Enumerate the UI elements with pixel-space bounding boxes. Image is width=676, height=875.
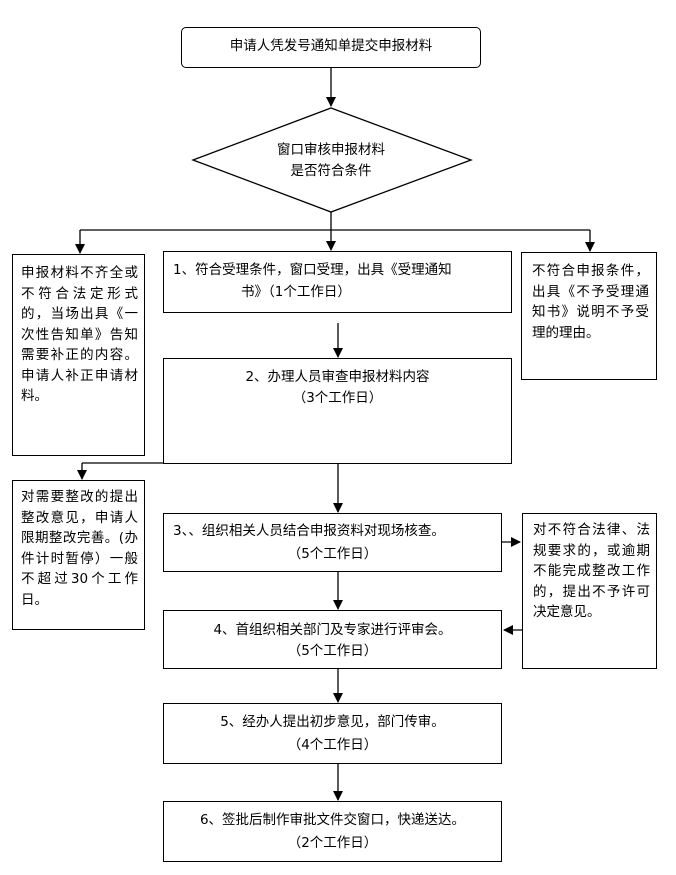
incomplete-materials-text: 申报材料不齐全或不符合法定形式的，当场出具《一次性告知单》告知需要补正的内容。申… [21,265,138,404]
step2-box [163,358,512,464]
reject-text: 不符合申报条件，出具《不予受理通知书》说明不予受理的理由。 [532,263,649,341]
step1-text-line2: 书》（1个工作日） [241,284,351,300]
step1-text-line1: 1、符合受理条件，窗口受理，出具《受理通知 [173,262,452,278]
step6-text-line2: （2个工作日） [287,835,378,851]
decision-text-line2: 是否符合条件 [290,163,372,179]
start-box [181,27,481,68]
step2-text-line2: （3个工作日） [292,390,383,406]
reject-box [521,252,657,380]
step4-text-line1: 4、首组织相关部门及专家进行评审会。 [213,622,452,638]
step6-box [163,801,502,862]
rectify-text: 对需要整改的提出整改意见，申请人限期整改完善。(办件计时暂停）一般不超过30个工… [21,489,138,608]
deny-decision-text: 对不符合法律、法规要求的，或逾期不能完成整改工作的，提出不予许可决定意见。 [533,522,650,620]
start-text: 申请人凭发号通知单提交申报材料 [229,38,433,54]
incomplete-materials-box [12,254,145,456]
step6-text-line1: 6、签批后制作审批文件交窗口，快递送达。 [199,812,466,828]
rectify-box [12,480,145,630]
decision-diamond [191,107,473,213]
step3-box [163,513,502,572]
step3-text-line2: （5个工作日） [287,546,378,562]
step4-box [163,610,502,669]
step5-text-line2: （4个工作日） [287,737,378,753]
step5-box [163,703,502,764]
step3-text-line1: 3、、组织相关人员结合申报资料对现场核查。 [173,523,445,539]
step4-text-line2: （5个工作日） [287,643,378,659]
deny-decision-box [522,513,657,669]
step2-text-line1: 2、办理人员审查申报材料内容 [245,369,430,385]
step5-text-line1: 5、经办人提出初步意见，部门传审。 [220,714,445,730]
step1-box [163,251,512,313]
decision-text-line1: 窗口审核申报材料 [277,142,385,158]
